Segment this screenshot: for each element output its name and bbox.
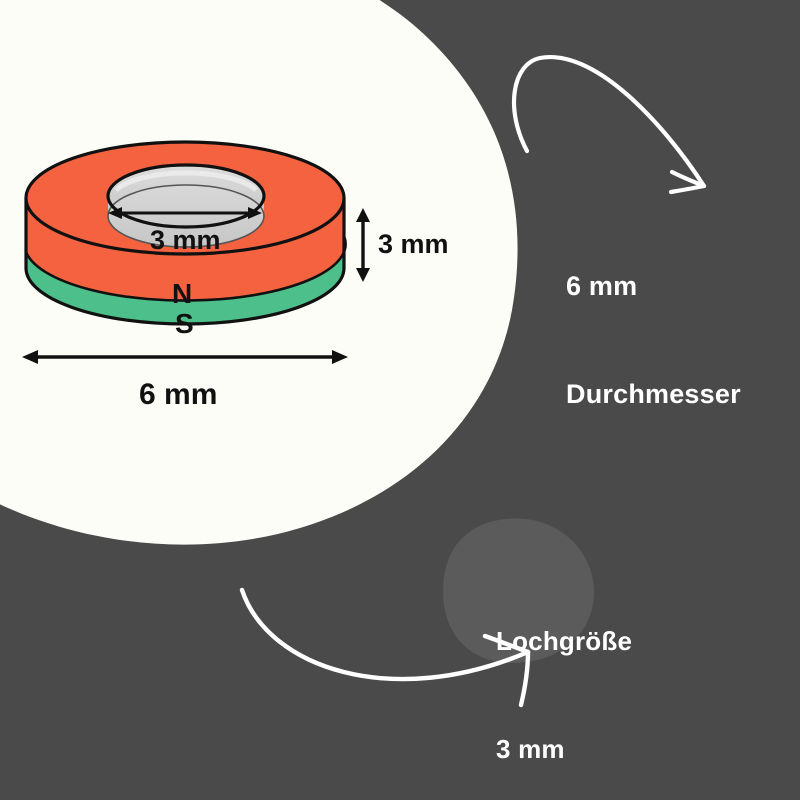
callout-diameter-line2: Durchmesser	[566, 379, 741, 409]
magnet-body-outline	[24, 196, 346, 326]
callout-hole-size-line1: Lochgröße	[496, 626, 633, 656]
magnet-diameter-label: 6 mm	[139, 378, 218, 411]
callout-diameter-line1: 6 mm	[566, 271, 638, 301]
ring-magnet-graphic	[24, 140, 347, 326]
hole-diameter-label: 3 mm	[150, 225, 221, 255]
callout-diameter: 6 mm Durchmesser	[566, 196, 741, 484]
gray-accent-circle	[443, 518, 594, 664]
curved-arrow-bottom	[239, 587, 531, 708]
dim-arrow-hole	[108, 207, 262, 219]
pole-label-south: S	[175, 308, 194, 339]
hole-top-rim	[106, 163, 266, 229]
pole-divider-line	[24, 235, 347, 302]
dim-arrow-height	[356, 208, 370, 282]
callout-hole-size: Lochgröße 3 mm	[496, 551, 632, 800]
hole-floor	[107, 184, 265, 248]
callout-hole-size-line2: 3 mm	[496, 734, 565, 764]
magnet-height-label: 3 mm	[378, 229, 449, 259]
dim-arrow-width	[22, 350, 348, 364]
pole-label-north: N	[172, 278, 193, 309]
curved-arrow-top	[511, 54, 707, 195]
hole-highlight	[114, 170, 258, 192]
